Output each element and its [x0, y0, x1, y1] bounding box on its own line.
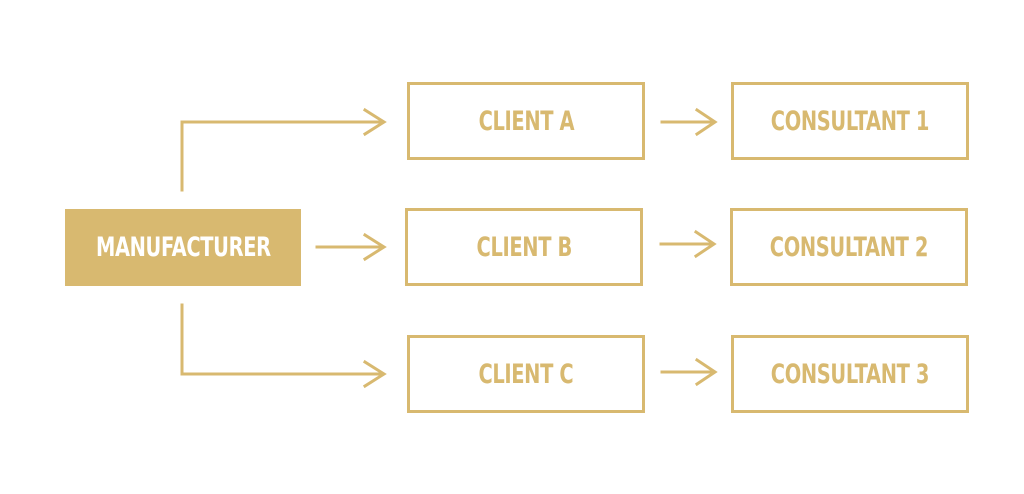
- arrowhead-icon: [694, 357, 718, 387]
- consultant-2-label: CONSULTANT 2: [769, 231, 929, 263]
- connector-client-c-consultant-3: [660, 357, 718, 387]
- consultant-2-node: CONSULTANT 2: [730, 208, 968, 286]
- manufacturer-label: MANUFACTURER: [95, 232, 271, 263]
- arrowhead-icon: [694, 107, 718, 137]
- client-b-label: CLIENT B: [476, 231, 572, 263]
- client-b-node: CLIENT B: [405, 208, 643, 286]
- consultant-3-node: CONSULTANT 3: [731, 335, 969, 413]
- client-c-label: CLIENT C: [478, 358, 574, 390]
- client-a-node: CLIENT A: [407, 82, 645, 160]
- client-c-node: CLIENT C: [407, 335, 645, 413]
- arrowhead-icon: [362, 107, 387, 137]
- connector-client-a-consultant-1: [660, 107, 718, 137]
- connector-manufacturer-client-c: [180, 303, 387, 389]
- manufacturer-node: MANUFACTURER: [65, 209, 301, 286]
- connector-manufacturer-client-b: [315, 232, 387, 262]
- connector-manufacturer-client-a: [180, 107, 387, 192]
- consultant-1-label: CONSULTANT 1: [770, 105, 930, 137]
- consultant-1-node: CONSULTANT 1: [731, 82, 969, 160]
- arrowhead-icon: [362, 359, 387, 389]
- arrowhead-icon: [693, 229, 717, 259]
- client-a-label: CLIENT A: [478, 105, 574, 137]
- connector-client-b-consultant-2: [659, 229, 717, 259]
- consultant-3-label: CONSULTANT 3: [770, 358, 930, 390]
- arrowhead-icon: [362, 232, 387, 262]
